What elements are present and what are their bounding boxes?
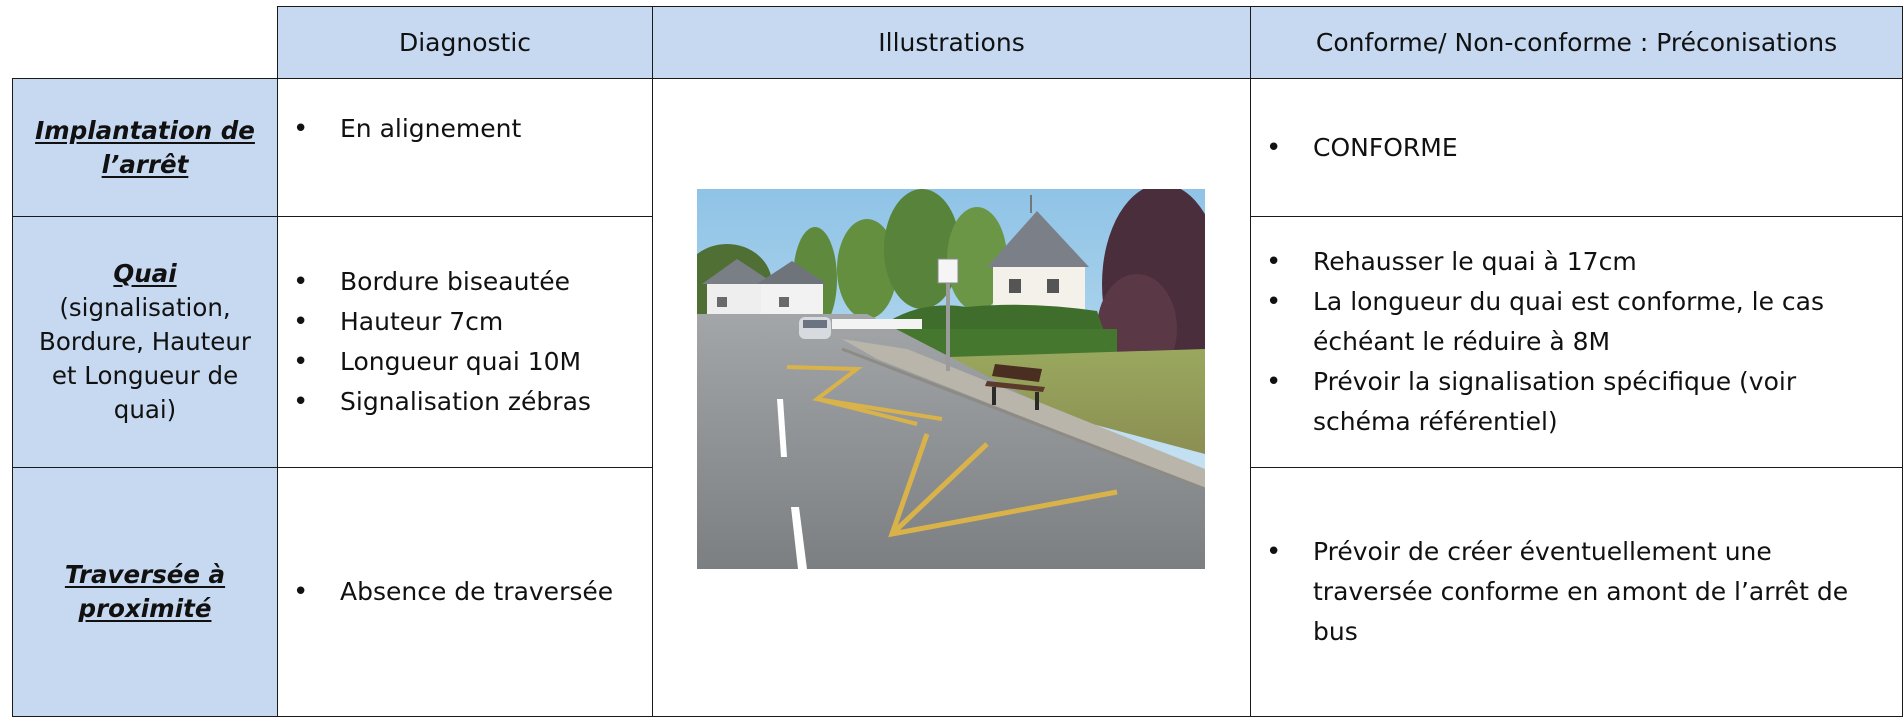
header-conformity-label: Conforme/ Non-conforme : Préconisations [1315, 28, 1838, 57]
row-subtitle-line: quai) [113, 395, 177, 424]
row-title-line: Traversée à [64, 560, 226, 589]
list-item: Bordure biseautée [290, 262, 632, 302]
list-item: CONFORME [1263, 128, 1882, 168]
recommendation-list: CONFORME [1251, 128, 1902, 168]
row-subtitle-line: et Longueur de [51, 361, 239, 390]
recommendation-cell-quai: Rehausser le quai à 17cm La longueur du … [1250, 216, 1903, 468]
illustration-cell [652, 78, 1251, 717]
recommendation-cell-traversee: Prévoir de créer éventuellement une trav… [1250, 467, 1903, 717]
row-title-line: Quai [113, 259, 177, 288]
list-item: En alignement [290, 109, 632, 149]
recommendation-list: Rehausser le quai à 17cm La longueur du … [1251, 242, 1902, 442]
list-item: Hauteur 7cm [290, 302, 632, 342]
recommendation-cell-implantation: CONFORME [1250, 78, 1903, 217]
header-diagnostic: Diagnostic [277, 6, 653, 79]
list-item: Prévoir de créer éventuellement une trav… [1263, 532, 1882, 652]
header-diagnostic-label: Diagnostic [398, 28, 532, 57]
list-item: Absence de traversée [290, 572, 632, 612]
row-subtitle-line: (signalisation, [59, 293, 231, 322]
row-title-line: l’arrêt [101, 149, 189, 179]
row-subtitle-line: Bordure, Hauteur [39, 327, 251, 356]
row-title-line: proximité [78, 594, 212, 623]
list-item: Longueur quai 10M [290, 342, 632, 382]
row-heading-implantation: Implantation de l’arrêt [12, 78, 278, 217]
recommendation-list: Prévoir de créer éventuellement une trav… [1251, 532, 1902, 652]
diagnostic-cell-implantation: En alignement [277, 78, 653, 217]
header-illustrations-label: Illustrations [878, 28, 1025, 57]
diagnostic-list: Absence de traversée [278, 572, 652, 612]
bus-stop-photo [697, 189, 1205, 569]
row-title-line: Implantation de [35, 115, 255, 145]
list-item: Rehausser le quai à 17cm [1263, 242, 1882, 282]
list-item: Prévoir la signalisation spécifique (voi… [1263, 362, 1882, 442]
list-item: La longueur du quai est conforme, le cas… [1263, 282, 1882, 362]
header-illustrations: Illustrations [652, 6, 1251, 79]
diagnostic-list: Bordure biseautée Hauteur 7cm Longueur q… [278, 262, 652, 422]
diagnostic-list: En alignement [278, 109, 652, 149]
diagnostic-cell-traversee: Absence de traversée [277, 467, 653, 717]
list-item: Signalisation zébras [290, 382, 632, 422]
diagnostic-cell-quai: Bordure biseautée Hauteur 7cm Longueur q… [277, 216, 653, 468]
row-heading-traversee: Traversée à proximité [12, 467, 278, 717]
row-heading-quai: Quai (signalisation, Bordure, Hauteur et… [12, 216, 278, 468]
header-conformity: Conforme/ Non-conforme : Préconisations [1250, 6, 1903, 79]
